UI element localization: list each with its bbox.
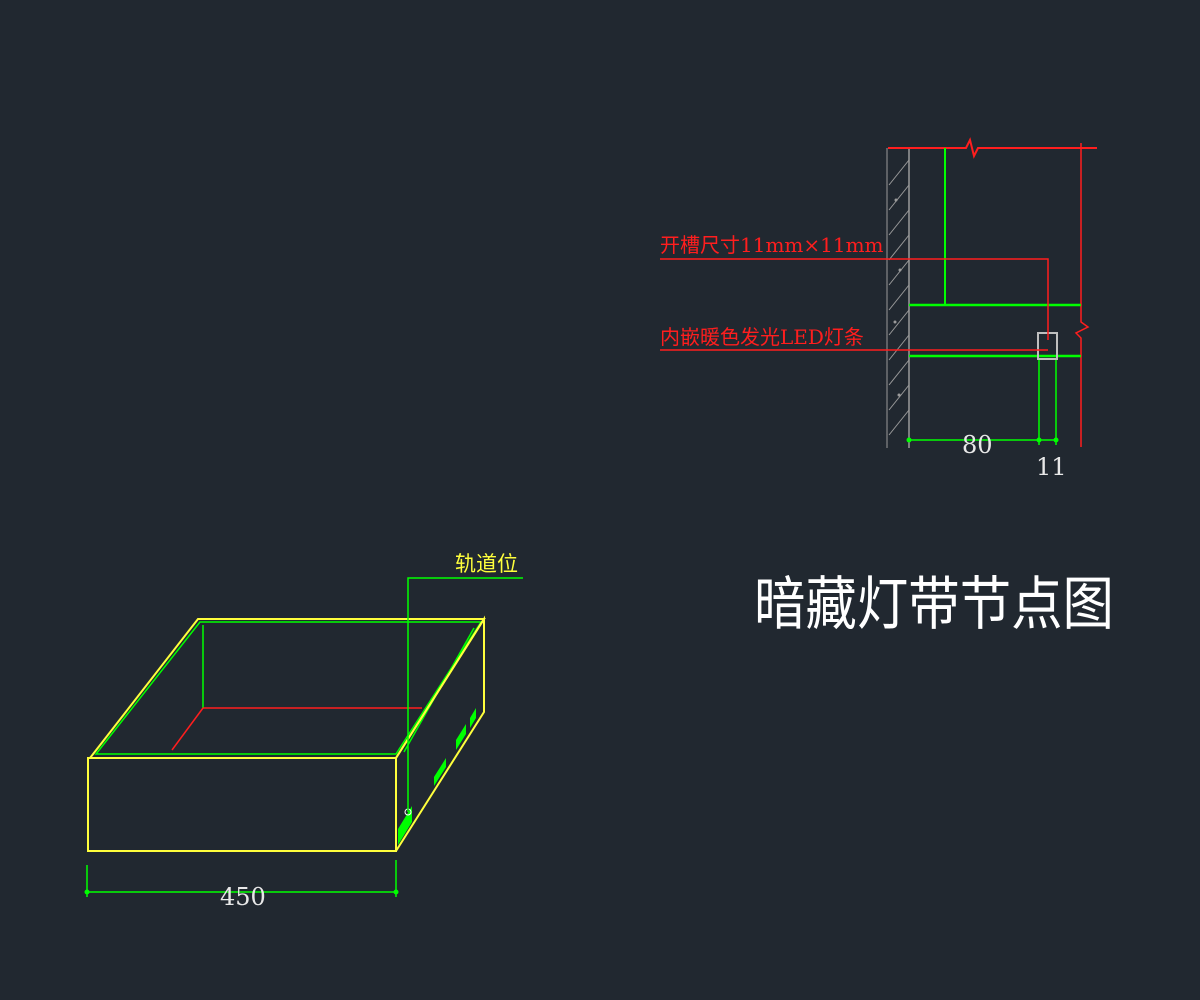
leader-groove <box>660 258 1049 340</box>
label-groove: 开槽尺寸11mm×11mm <box>660 233 884 257</box>
drawing-title: 暗藏灯带节点图 <box>754 570 1114 638</box>
leader-track <box>407 577 523 812</box>
right-extent-line <box>1074 143 1090 447</box>
section-detail: 开槽尺寸11mm×11mm 内嵌暖色发光LED灯条 80 11 <box>660 137 1097 481</box>
iso-box: 轨道位 450 <box>84 552 523 911</box>
hidden-edge <box>171 707 204 751</box>
led-strip <box>398 708 476 845</box>
front-face <box>87 757 397 852</box>
wall-hatch <box>886 148 910 448</box>
side-face <box>395 615 485 852</box>
dim-450: 450 <box>220 883 266 911</box>
dim-80: 80 <box>962 431 993 459</box>
label-led: 内嵌暖色发光LED灯条 <box>660 325 864 349</box>
inner-top-rim <box>94 621 483 755</box>
dim-11: 11 <box>1036 453 1067 481</box>
outer-top-rim <box>89 618 486 759</box>
label-track: 轨道位 <box>455 552 518 576</box>
ceiling-line <box>888 137 1097 159</box>
